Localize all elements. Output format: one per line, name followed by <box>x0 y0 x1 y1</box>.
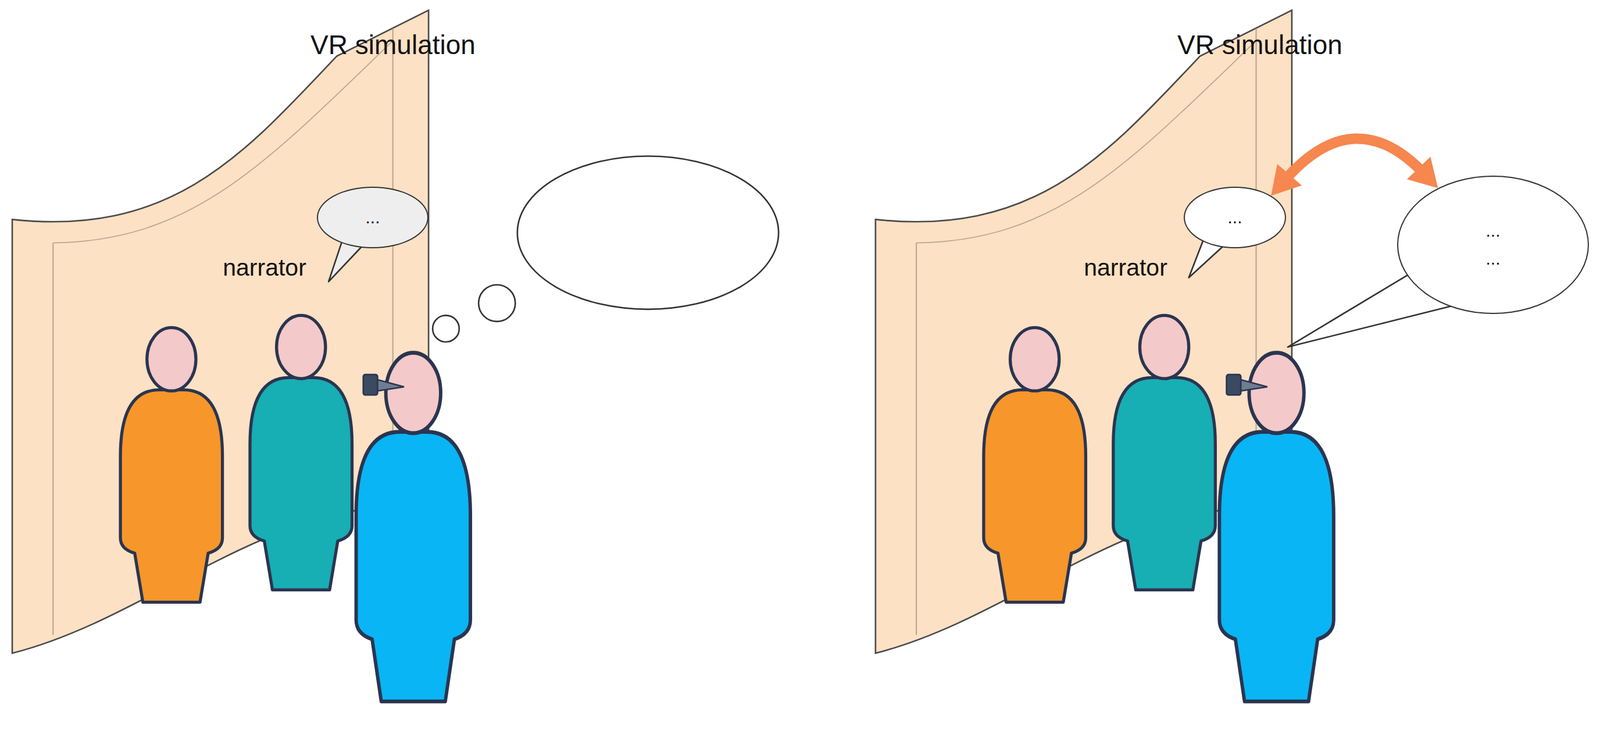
right-panel <box>875 10 1334 702</box>
thought-bubble <box>517 156 779 310</box>
bubble-text: ... <box>365 208 380 227</box>
bubble-text: ... <box>1485 222 1500 240</box>
panel-title: VR simulation <box>1177 30 1343 60</box>
narrator-label: narrator <box>222 254 307 281</box>
arrow-shaft <box>1284 138 1424 180</box>
panel-title: VR simulation <box>310 30 476 60</box>
narrator-speech-bubble: ... <box>1183 186 1287 249</box>
exchange-arrow <box>1270 138 1438 196</box>
narrator-label: narrator <box>1083 254 1168 281</box>
arrow-head <box>1406 156 1438 188</box>
bubble-text: ... <box>1227 208 1242 227</box>
narrator-speech-bubble: ... <box>316 186 429 249</box>
left-panel <box>12 10 779 702</box>
arrow-head <box>1270 163 1302 196</box>
bubble-text: ... <box>1485 250 1500 268</box>
user-speech-bubble: ...... <box>1397 175 1589 314</box>
